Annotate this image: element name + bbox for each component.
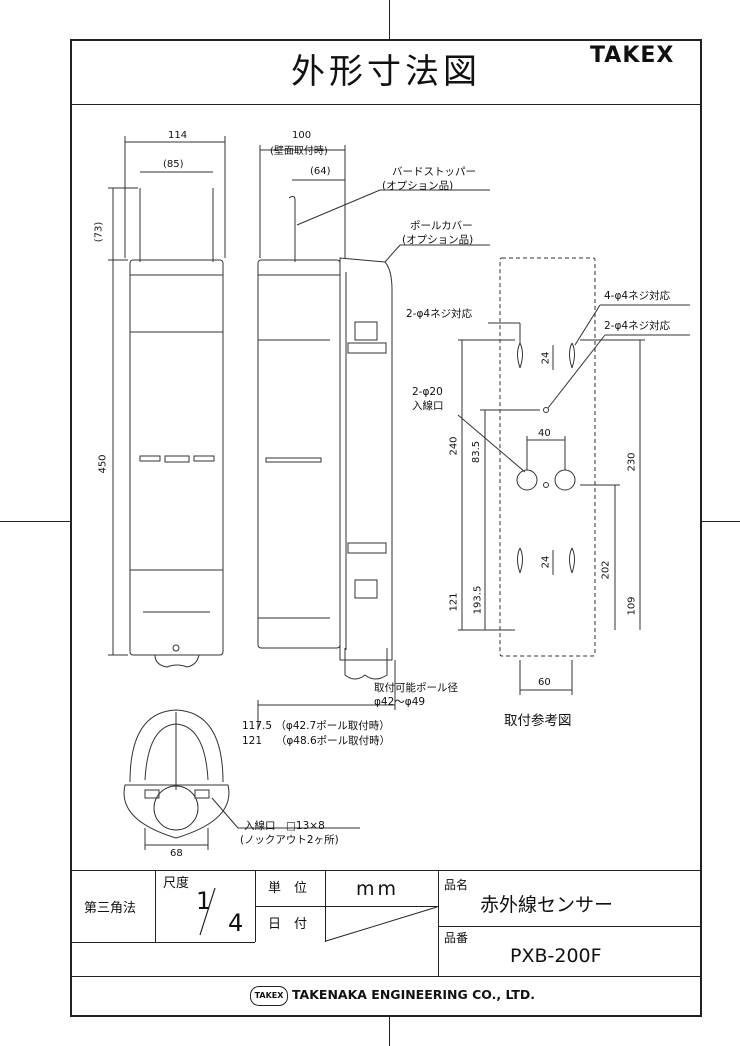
label-pole-dia-value: φ42〜φ49: [374, 696, 426, 708]
crop-mark-right: [702, 521, 740, 522]
mount-caption: 取付参考図: [504, 713, 572, 729]
label-bird-stopper-option: (オプション品): [382, 180, 454, 192]
company-logo-text: TAKEX: [254, 991, 284, 1000]
dim-side-depth-100-note: (壁面取付時): [270, 146, 328, 157]
label-pole-cover: ポールカバー: [410, 220, 473, 232]
tb-scale-label: 尺度: [163, 876, 190, 891]
tb-name-line: [438, 926, 702, 927]
dim-mount-60: 60: [538, 677, 551, 688]
tb-v4: [438, 870, 439, 976]
crop-mark-bottom: [389, 1017, 390, 1046]
label-bird-stopper: バードストッパー: [392, 166, 476, 178]
label-pole-cover-option: (オプション品): [402, 234, 474, 246]
tb-code-value: PXB-200F: [510, 945, 602, 967]
tb-bottom-line: [70, 942, 255, 943]
tb-v1: [155, 870, 156, 942]
title-divider: [70, 104, 702, 105]
tb-v2: [255, 870, 256, 942]
tb-mid-line: [255, 906, 438, 907]
crop-mark-top: [389, 0, 390, 39]
dim-side-depth-64: (64): [310, 166, 331, 177]
tb-projection: 第三角法: [84, 901, 137, 916]
crop-mark-left: [0, 521, 70, 522]
dim-mount-40: 40: [538, 428, 551, 439]
brand-logo: TAKEX: [590, 43, 675, 68]
label-screw-a: 2-φ4ネジ対応: [406, 308, 473, 320]
tb-date-label: 日 付: [268, 917, 308, 932]
company-name: TAKENAKA ENGINEERING CO., LTD.: [292, 987, 536, 1002]
tb-top-line: [70, 870, 702, 871]
label-hole-b: 入線口: [412, 400, 444, 412]
label-wiring-hole: 入線口 □13×8: [244, 820, 325, 832]
tb-company-line: [70, 976, 702, 977]
tb-name-label: 品名: [444, 878, 469, 892]
label-screw-b: 4-φ4ネジ対応: [604, 290, 671, 302]
label-knockout: (ノックアウト2ヶ所): [240, 834, 339, 846]
dim-front-width-85: (85): [163, 159, 184, 170]
tb-name-value: 赤外線センサー: [480, 894, 614, 916]
dim-front-width-114: 114: [168, 130, 188, 141]
tb-scale-den: 4: [228, 909, 244, 937]
tb-unit-label: 単 位: [268, 881, 308, 896]
company-logo-badge: TAKEX: [250, 986, 288, 1006]
tb-unit-value: mm: [356, 878, 400, 900]
dim-side-depth-100: 100: [292, 130, 312, 141]
tb-code-label: 品番: [444, 931, 469, 945]
label-screw-c: 2-φ4ネジ対応: [604, 320, 671, 332]
drawing-frame: [70, 39, 702, 1017]
tb-v3: [325, 870, 326, 942]
label-pole-dia: 取付可能ポール径: [374, 682, 458, 694]
tb-scale-num: 1: [196, 887, 212, 915]
page-title: 外形寸法図: [291, 52, 481, 92]
dim-bottom-68: 68: [170, 848, 183, 859]
dim-side-121: 121 （φ48.6ポール取付時）: [242, 735, 391, 747]
label-hole-a: 2-φ20: [412, 386, 443, 398]
dim-side-1175: 117.5 （φ42.7ポール取付時）: [242, 720, 390, 732]
